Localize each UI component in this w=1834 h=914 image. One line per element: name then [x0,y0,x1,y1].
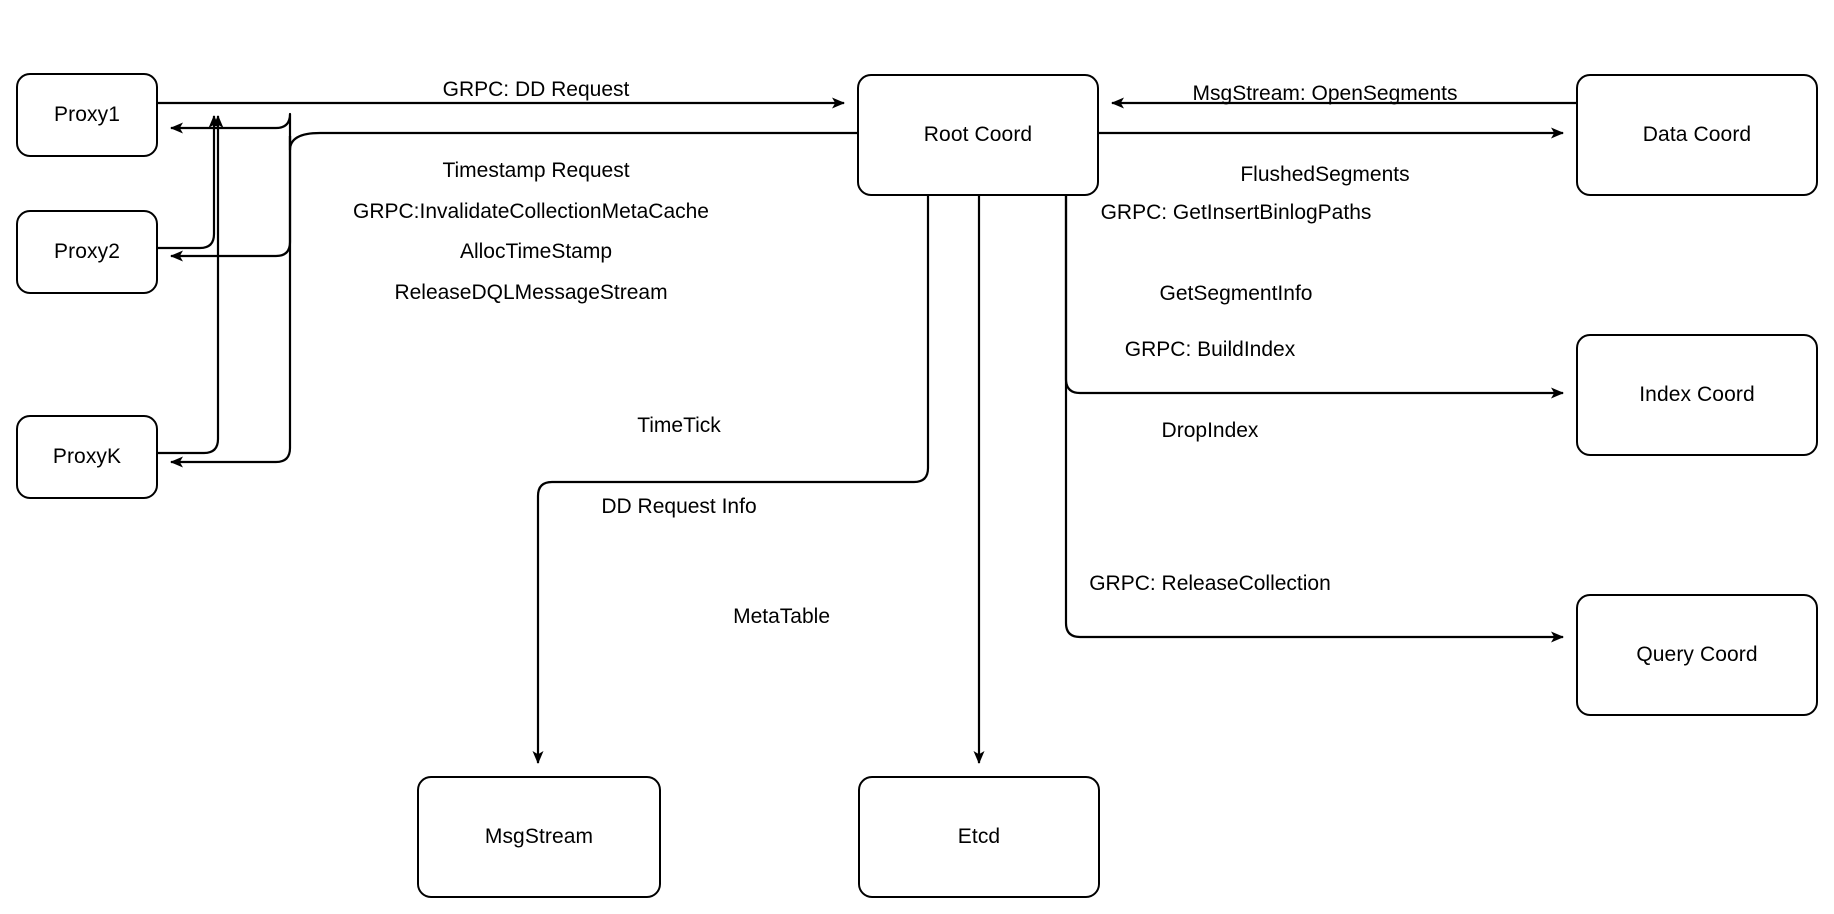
node-root-coord[interactable]: Root Coord [857,74,1099,196]
wire-proxy2-to-rootcoord [158,115,220,250]
edge-label-line: TimeTick [637,414,721,437]
node-msgstream[interactable]: MsgStream [417,776,661,898]
node-etcd[interactable]: Etcd [858,776,1100,898]
edge-label-root-to-query: GRPC: ReleaseCollection [1000,516,1420,651]
node-label: Proxy1 [54,103,120,126]
edge-label-line: GRPC: DD Request [442,78,630,101]
node-label: Root Coord [923,123,1033,146]
node-query-coord[interactable]: Query Coord [1576,594,1818,716]
edge-label-data-to-root: MsgStream: OpenSegments FlushedSegments [1090,26,1560,242]
node-proxyk[interactable]: ProxyK [16,415,158,499]
edge-label-line: MsgStream: OpenSegments [1192,82,1458,105]
node-label: Index Coord [1639,383,1755,406]
node-index-coord[interactable]: Index Coord [1576,334,1818,456]
edge-label-line: GRPC:InvalidateCollectionMetaCache [352,200,709,223]
edge-label-proxy-to-root: GRPC: DD Request Timestamp Request Alloc… [336,22,736,319]
node-proxy1[interactable]: Proxy1 [16,73,158,157]
edge-label-root-to-etcd: MetaTable [560,549,830,684]
node-label: ProxyK [52,445,122,468]
edge-label-line: DD Request Info [601,495,757,518]
edge-label-line: GRPC: GetInsertBinlogPaths [1100,201,1372,224]
node-label: Data Coord [1642,123,1752,146]
node-label: Etcd [957,825,1001,848]
edge-label-line: Timestamp Request [442,159,630,182]
edge-label-line: MetaTable [733,605,830,628]
wire-rootcoord-to-proxy2 [170,136,292,262]
edge-label-line: ReleaseDQLMessageStream [394,281,668,304]
edge-label-line: FlushedSegments [1240,163,1410,186]
node-label: Proxy2 [54,240,120,263]
edge-label-root-to-index: GRPC: BuildIndex DropIndex [990,282,1430,498]
edge-label-root-to-proxy: GRPC:InvalidateCollectionMetaCache Relea… [324,144,738,360]
node-label: MsgStream [484,825,594,848]
wire-rootcoord-to-proxyk [170,136,292,468]
edge-label-line: GRPC: ReleaseCollection [1089,572,1331,595]
edge-label-root-to-msgstream: TimeTick DD Request Info [466,358,892,574]
node-label: Query Coord [1636,643,1758,666]
wire-proxyk-to-rootcoord [158,115,224,455]
edge-label-line: DropIndex [1161,419,1259,442]
node-proxy2[interactable]: Proxy2 [16,210,158,294]
node-data-coord[interactable]: Data Coord [1576,74,1818,196]
edge-label-line: GRPC: BuildIndex [1124,338,1296,361]
